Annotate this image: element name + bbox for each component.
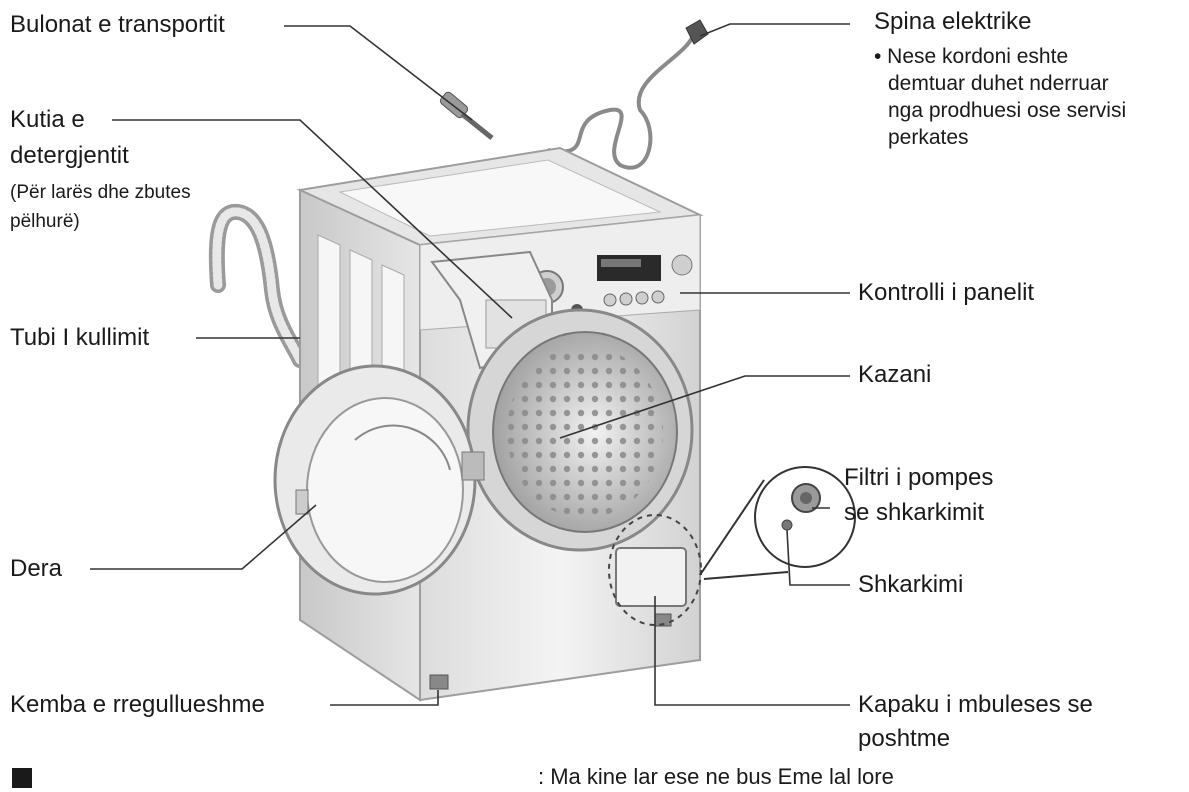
label-pump-filter-line-2: se shkarkimit <box>844 499 985 526</box>
plug-note-line-2: demtuar duhet nderruar <box>888 72 1109 95</box>
plug-note-line-3: nga prodhuesi ose servisi <box>888 99 1127 122</box>
label-drum: Kazani <box>858 361 932 388</box>
footer-caption: : Ma kine lar ese ne bus Eme lal lore <box>538 764 894 789</box>
plug-note-line-1: • Nese kordoni eshte <box>874 45 1069 68</box>
label-detergent-box-line-1: Kutia e <box>10 106 85 133</box>
door-shape <box>273 364 485 596</box>
label-detergent-sub-line-2: pëlhurë) <box>10 211 80 232</box>
label-lower-cover-line-1: Kapaku i mbuleses se <box>858 691 1093 718</box>
label-transport-bolts: Bulonat e transportit <box>10 11 225 38</box>
plug-note-line-4: perkates <box>888 126 969 149</box>
label-detergent-sub-line-1: (Për larës dhe zbutes <box>10 182 191 203</box>
label-adjustable-foot: Kemba e rregullueshme <box>10 691 265 718</box>
bullet-square <box>12 768 32 788</box>
label-power-plug: Spina elektrike <box>874 8 1032 35</box>
power-cord-shape <box>547 36 694 170</box>
label-detergent-box-line-2: detergjentit <box>10 142 129 169</box>
adjustable-foot-shape <box>429 674 449 690</box>
label-control-panel: Kontrolli i panelit <box>858 279 1035 306</box>
label-lower-cover-line-2: poshtme <box>858 725 951 752</box>
label-drain-hose: Tubi I kullimit <box>10 324 150 351</box>
pump-zoom-circle <box>754 466 856 568</box>
label-pump-filter-line-1: Filtri i pompes <box>844 464 994 491</box>
label-door: Dera <box>10 555 63 582</box>
label-drain-outlet: Shkarkimi <box>858 571 964 598</box>
lower-cover-shape <box>615 547 687 607</box>
